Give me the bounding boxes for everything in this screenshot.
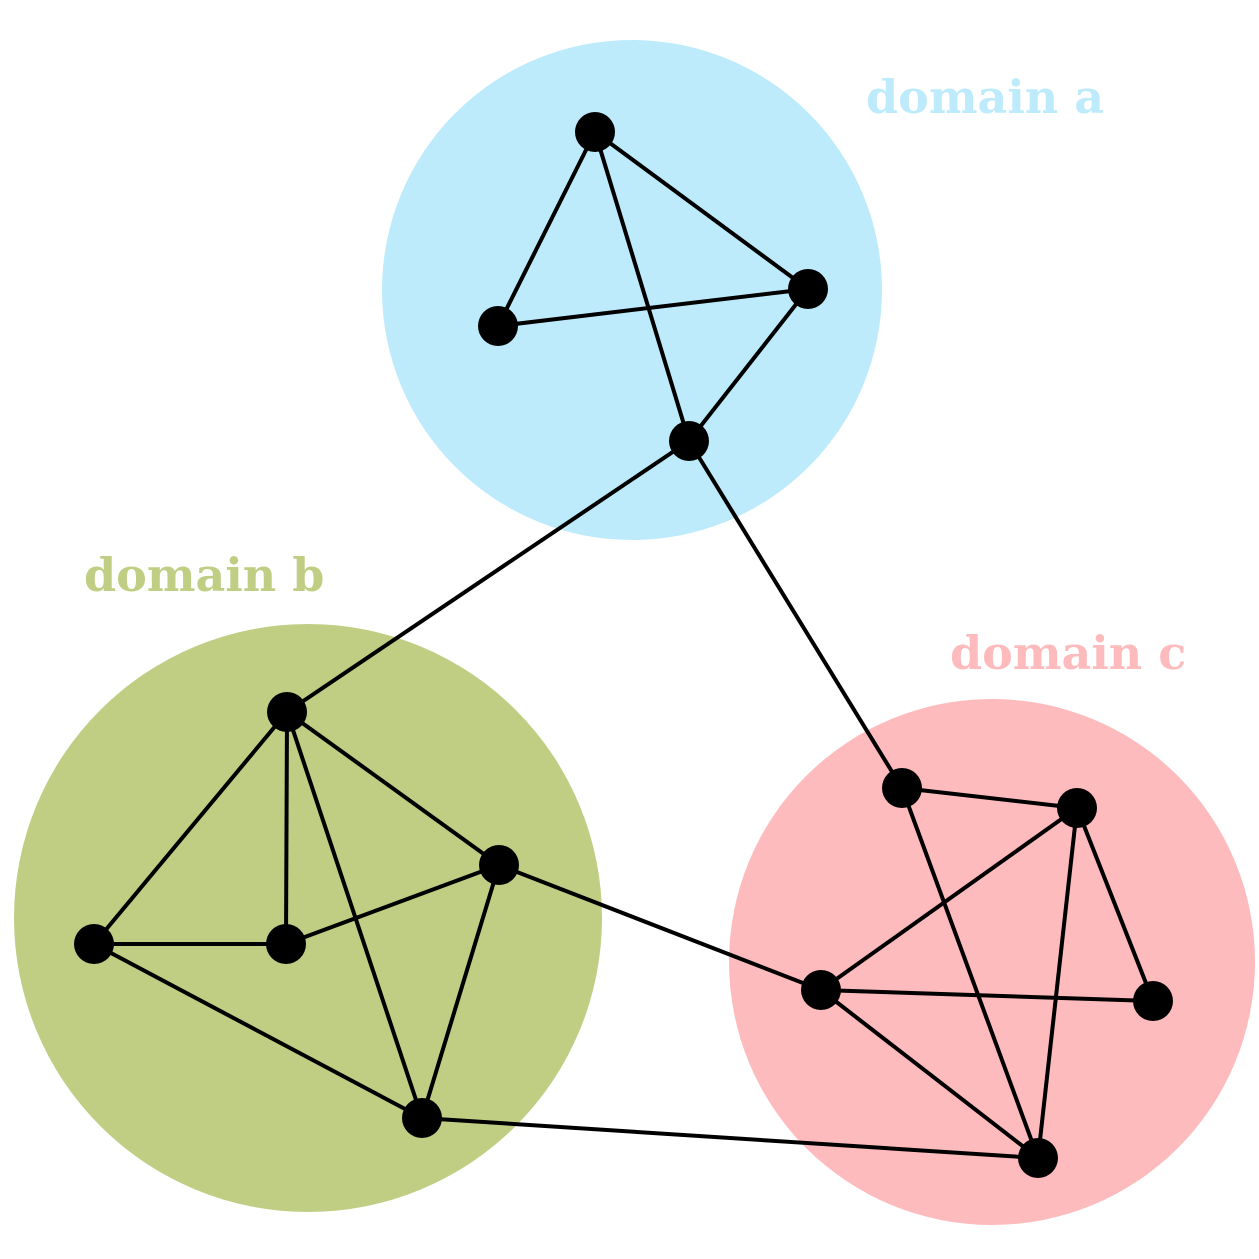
domain-b-circle: [14, 624, 602, 1212]
node-c3: [801, 970, 841, 1010]
edge-b2-b5: [93, 942, 423, 1120]
node-b5: [402, 1098, 442, 1138]
domain-a-label: domain a: [866, 70, 1105, 124]
edge-b4-c3: [498, 863, 822, 992]
domain-a-circle: [382, 40, 882, 540]
edge-c3-c4: [820, 988, 1154, 1003]
edge-b1-b4: [285, 710, 501, 867]
node-a2: [478, 306, 518, 346]
node-b1: [267, 692, 307, 732]
edge-b1-b5: [285, 711, 424, 1119]
edge-b5-c5: [421, 1116, 1039, 1160]
node-b2: [74, 924, 114, 964]
edge-b1-b2: [92, 710, 289, 946]
edge-a4-b1: [285, 439, 691, 714]
edge-a1-a3: [593, 130, 810, 291]
edge-c2-c3: [819, 806, 1079, 992]
edge-a3-a4: [687, 287, 810, 443]
domain-c-circle: [729, 699, 1255, 1225]
edges: [92, 130, 1155, 1160]
edge-a2-a3: [497, 287, 809, 328]
domain-b-label: domain b: [84, 548, 325, 602]
edge-b3-b4: [285, 863, 500, 946]
edge-b1-b3: [284, 711, 289, 945]
edge-a1-a4: [593, 131, 691, 442]
node-a4: [669, 421, 709, 461]
edge-a4-c1: [687, 439, 904, 790]
node-b3: [266, 924, 306, 964]
edge-c1-c2: [901, 786, 1078, 810]
node-c5: [1018, 1138, 1058, 1178]
edge-c2-c4: [1075, 807, 1155, 1002]
node-c4: [1133, 981, 1173, 1021]
edge-c3-c5: [819, 988, 1040, 1160]
edge-a1-a2: [496, 131, 597, 327]
node-c2: [1057, 788, 1097, 828]
node-c1: [882, 768, 922, 808]
nodes: [74, 112, 1173, 1178]
edge-c2-c5: [1036, 807, 1079, 1159]
edge-b4-b5: [420, 864, 501, 1119]
domain-circles: [14, 40, 1255, 1225]
node-a3: [788, 269, 828, 309]
edge-c1-c5: [900, 787, 1040, 1159]
node-b4: [479, 845, 519, 885]
domain-c-label: domain c: [950, 626, 1187, 680]
node-a1: [575, 112, 615, 152]
